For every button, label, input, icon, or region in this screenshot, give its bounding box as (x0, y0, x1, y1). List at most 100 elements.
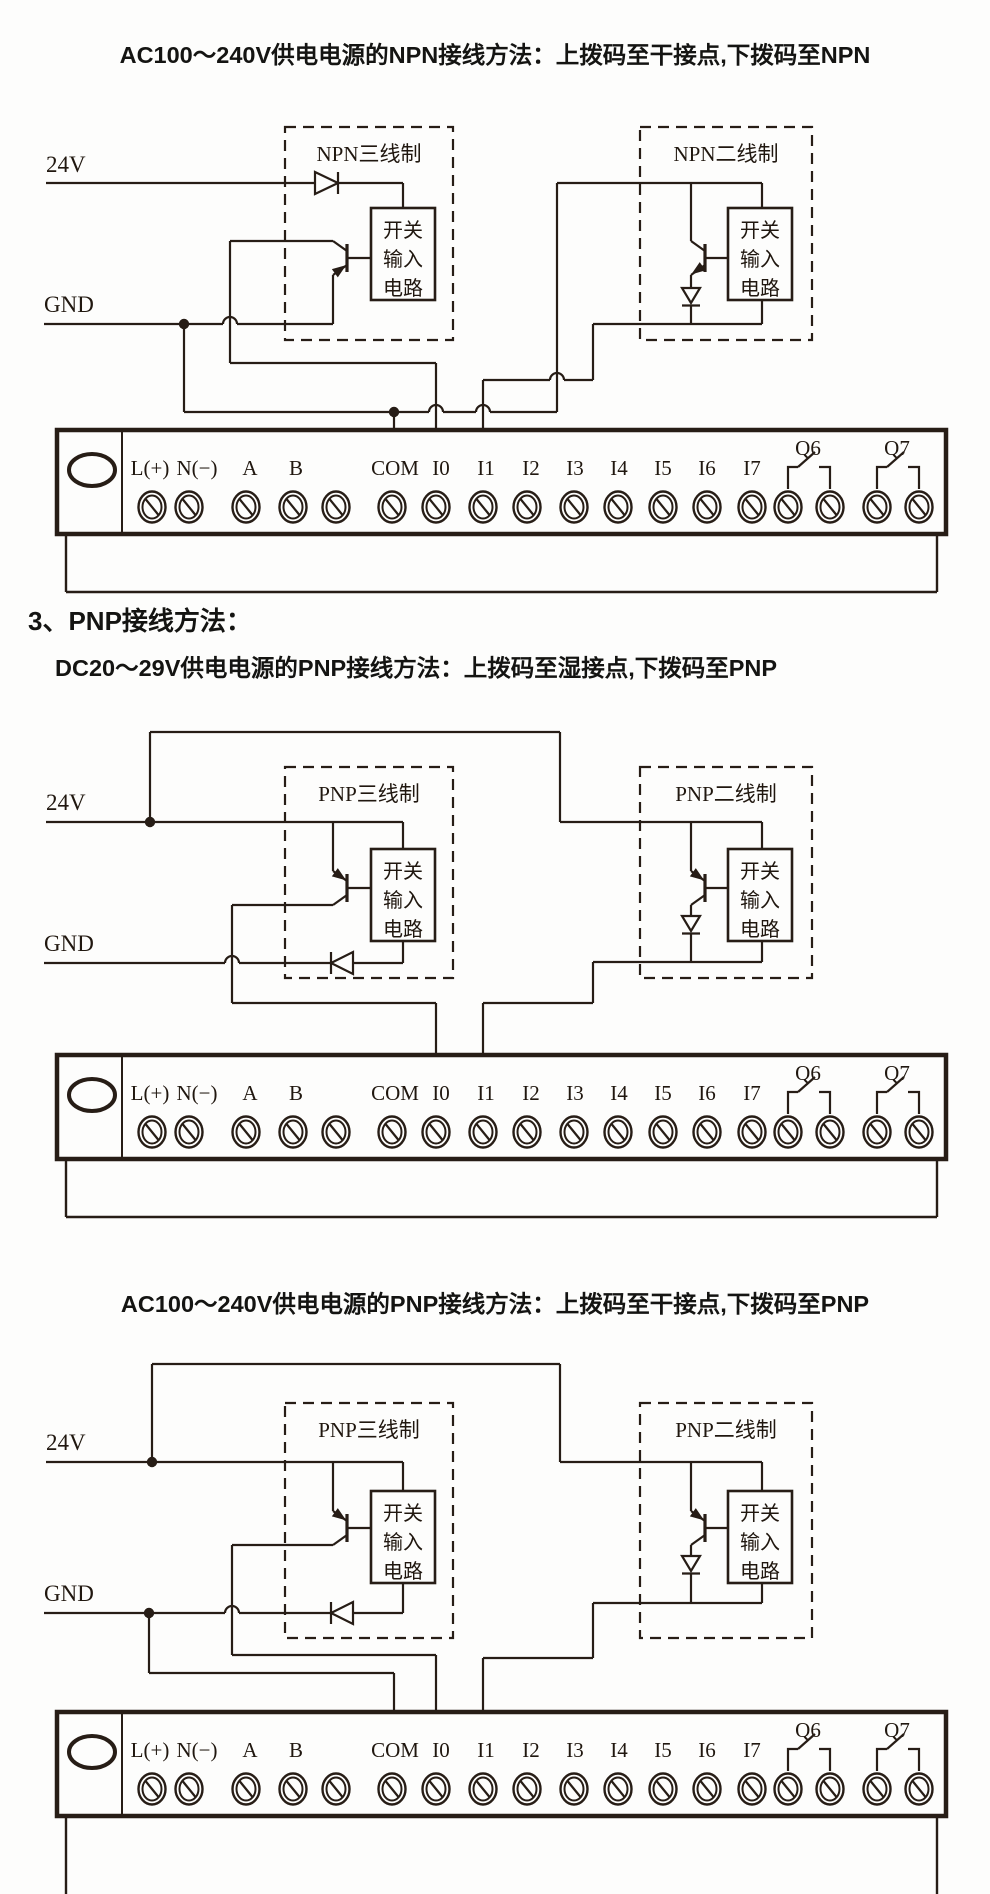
sensor-dashed-box (283, 125, 455, 342)
switch-input-circuit-box (726, 1489, 794, 1585)
terminal-screw-slot (181, 1780, 197, 1798)
transistor-arrowhead (689, 1508, 705, 1521)
terminal-screw-inner (141, 494, 163, 520)
terminal-screw-slot (610, 498, 626, 516)
terminal-screw (137, 490, 167, 524)
terminal-label: I3 (566, 456, 584, 480)
transistor-arrowhead (689, 868, 705, 881)
sensor-two-wire-title: NPN二线制 (673, 142, 778, 166)
sensor-dashed-box (283, 765, 455, 980)
terminal-screw-inner (696, 1119, 718, 1145)
switch-input-circuit-box (726, 847, 794, 943)
terminal-screw-inner (866, 1776, 888, 1802)
terminal-screw-slot (822, 1780, 838, 1798)
terminal-strip-body (54, 1709, 949, 1819)
supply-24v-label: 24V (46, 790, 86, 815)
terminal-label: I0 (432, 1738, 450, 1762)
transistor-lower-lead (332, 1534, 348, 1546)
terminal-screw-slot (428, 1123, 444, 1141)
terminal-screw-inner (325, 494, 347, 520)
sensor-three-wire-title: PNP三线制 (318, 782, 420, 806)
terminal-label: B (289, 1738, 303, 1762)
terminal-screw-slot (911, 1123, 927, 1141)
terminal-screw-inner (819, 494, 841, 520)
terminal-label: A (242, 456, 258, 480)
mounting-hole (67, 1734, 117, 1770)
supply-24v-label: 24V (46, 1430, 86, 1455)
terminal-screw (468, 490, 498, 524)
relay-switch-contact (875, 1747, 887, 1771)
transistor-upper-lead (690, 240, 706, 252)
terminal-screw-inner (472, 1776, 494, 1802)
relay-output-label: Q6 (795, 1718, 821, 1742)
terminal-screw (377, 490, 407, 524)
terminal-label: I0 (432, 456, 450, 480)
terminal-screw-inner (282, 1776, 304, 1802)
terminal-screw-slot (144, 498, 160, 516)
switch-input-circuit-text: 输入 (740, 248, 780, 271)
switch-input-circuit-text: 输入 (740, 1531, 780, 1554)
terminal-screw-inner (178, 1776, 200, 1802)
terminal-screw-inner (777, 1119, 799, 1145)
terminal-screw-slot (655, 1780, 671, 1798)
terminal-screw-slot (328, 498, 344, 516)
diode-left (328, 950, 355, 976)
terminal-screw-inner (607, 1776, 629, 1802)
terminal-label: A (242, 1738, 258, 1762)
terminal-screw (862, 490, 892, 524)
terminal-label: I0 (432, 1081, 450, 1105)
terminal-screw-slot (869, 1780, 885, 1798)
terminal-screw (137, 1115, 167, 1149)
terminal-screw-inner (741, 1119, 763, 1145)
relay-switch-contact (908, 1090, 921, 1114)
terminal-screw-inner (607, 1119, 629, 1145)
terminal-screw (377, 1115, 407, 1149)
switch-input-circuit-text: 输入 (383, 248, 423, 271)
terminal-screw (321, 1115, 351, 1149)
terminal-screw-inner (908, 1776, 930, 1802)
terminal-screw (421, 490, 451, 524)
terminal-screw (648, 1772, 678, 1806)
terminal-screw-inner (777, 494, 799, 520)
transistor-lower-lead (332, 894, 348, 906)
transistor-arrowhead (331, 1508, 347, 1521)
diagram2-title: DC20～29V供电电源的PNP接线方法：上拨码至湿接点,下拨码至PNP (55, 655, 778, 681)
terminal-screw-inner (325, 1119, 347, 1145)
terminal-screw-slot (869, 1123, 885, 1141)
terminal-screw (692, 1772, 722, 1806)
terminal-screw (737, 1772, 767, 1806)
terminal-label: N(−) (177, 1081, 218, 1105)
terminal-screw (559, 1772, 589, 1806)
terminal-screw-slot (428, 1780, 444, 1798)
switch-input-circuit-text: 输入 (740, 889, 780, 912)
terminal-screw (815, 490, 845, 524)
terminal-screw-inner (652, 494, 674, 520)
diode-down (680, 914, 702, 934)
switch-input-circuit-box (369, 206, 437, 302)
terminal-screw (692, 1115, 722, 1149)
switch-input-circuit-text: 电路 (740, 1560, 780, 1583)
terminal-screw (559, 490, 589, 524)
terminal-screw-inner (282, 494, 304, 520)
terminal-screw-slot (181, 1123, 197, 1141)
terminal-screw-inner (178, 494, 200, 520)
sensor-two-wire-title: PNP二线制 (675, 1418, 777, 1442)
relay-switch-blade (886, 1733, 905, 1750)
gnd-label: GND (44, 292, 94, 317)
terminal-screw-slot (285, 1123, 301, 1141)
terminal-screw-slot (428, 498, 444, 516)
terminal-label: I4 (610, 1738, 628, 1762)
terminal-screw (137, 1772, 167, 1806)
sensor-dashed-box (283, 1401, 455, 1640)
terminal-screw (692, 490, 722, 524)
terminal-screw-slot (655, 1123, 671, 1141)
diagram3-title: AC100～240V供电电源的PNP接线方法：上拨码至干接点,下拨码至PNP (120, 1291, 870, 1317)
terminal-screw-inner (652, 1776, 674, 1802)
terminal-screw (773, 1772, 803, 1806)
relay-switch-contact (819, 465, 832, 489)
terminal-screw (468, 1115, 498, 1149)
terminal-screw-slot (238, 1123, 254, 1141)
terminal-label: I1 (477, 1081, 495, 1105)
terminal-screw-inner (563, 494, 585, 520)
